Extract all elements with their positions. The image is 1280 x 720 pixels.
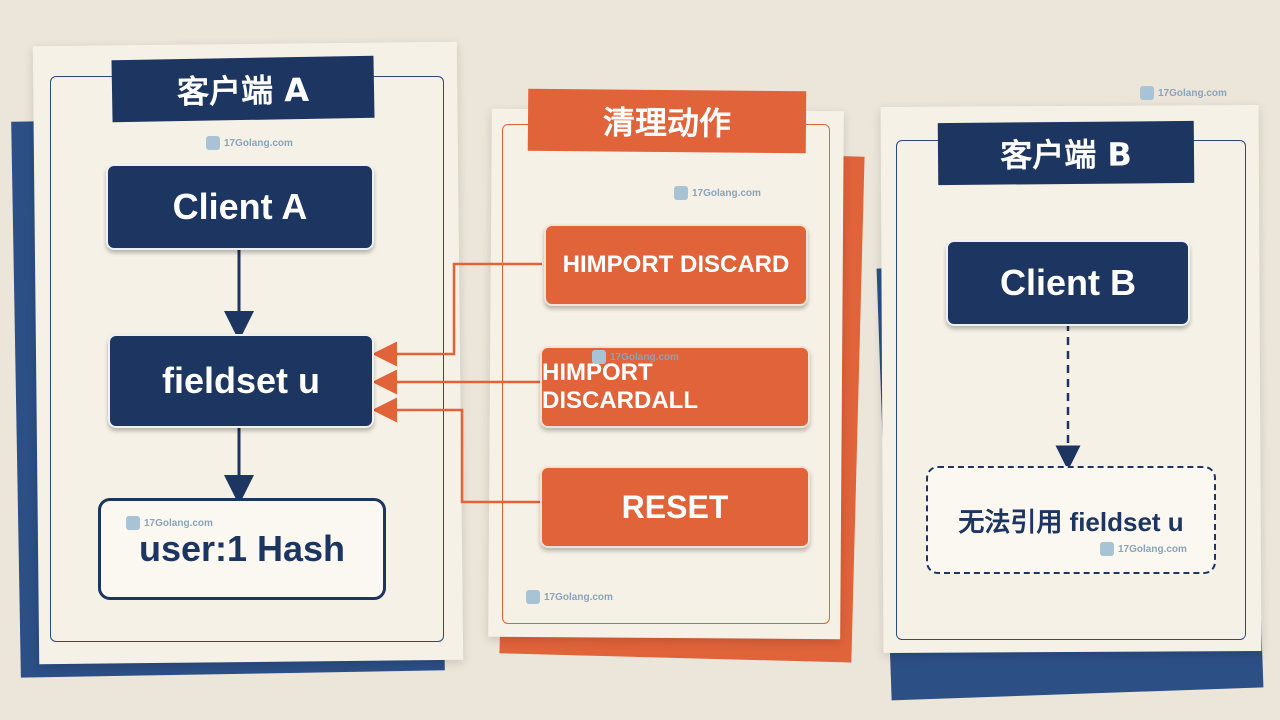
himport-discardall-button: HIMPORT DISCARDALL [540, 346, 810, 428]
watermark: 17Golang.com [674, 186, 761, 200]
watermark-logo-icon [674, 186, 688, 200]
user-hash-box: user:1 Hash [98, 498, 386, 600]
watermark: 17Golang.com [126, 516, 213, 530]
watermark-logo-icon [126, 516, 140, 530]
himport-discard-button: HIMPORT DISCARD [544, 224, 808, 306]
watermark: 17Golang.com [1100, 542, 1187, 556]
client-b-box: Client B [946, 240, 1190, 326]
arrow-reset-to-fieldset [372, 397, 540, 504]
watermark-logo-icon [206, 136, 220, 150]
watermark-logo-icon [592, 350, 606, 364]
watermark: 17Golang.com [1140, 86, 1227, 100]
fieldset-u-box: fieldset u [108, 334, 374, 428]
arrow-discard-to-fieldset [372, 262, 542, 367]
watermark: 17Golang.com [206, 136, 293, 150]
client-a-box: Client A [106, 164, 374, 250]
reset-button: RESET [540, 466, 810, 548]
watermark-logo-icon [1100, 542, 1114, 556]
unreachable-fieldset-box: 无法引用 fieldset u [926, 466, 1216, 574]
watermark: 17Golang.com [592, 350, 679, 364]
watermark-logo-icon [1140, 86, 1154, 100]
watermark-logo-icon [526, 590, 540, 604]
watermark: 17Golang.com [526, 590, 613, 604]
